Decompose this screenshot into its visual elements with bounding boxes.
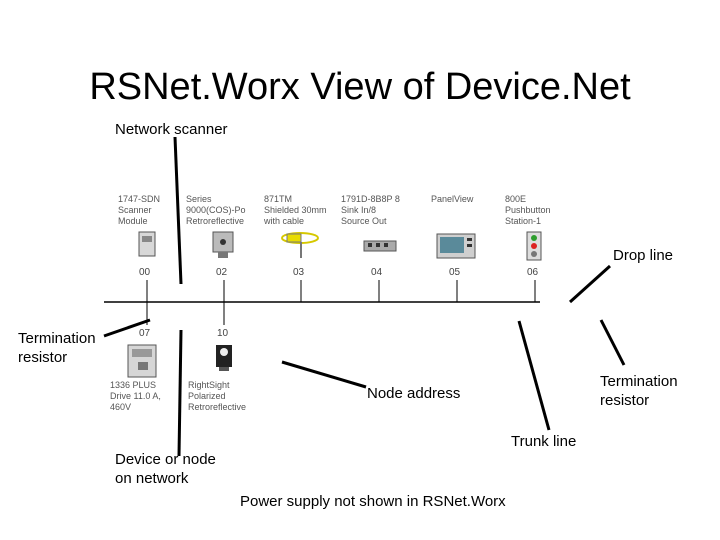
label-power-supply: Power supply not shown in RSNet.Worx bbox=[240, 493, 506, 510]
label-termination-resistor-left: Termination resistor bbox=[18, 330, 96, 366]
label-network-scanner: Network scanner bbox=[115, 121, 228, 138]
panelview-icon bbox=[436, 233, 476, 259]
device-label: 871TM Shielded 30mm with cable bbox=[264, 194, 327, 226]
pointer-device-node bbox=[177, 329, 183, 457]
scanner-module-icon bbox=[138, 231, 156, 257]
device-label: RightSight Polarized Retroreflective bbox=[188, 380, 247, 412]
node-address: 07 bbox=[139, 328, 151, 339]
drive-icon bbox=[127, 344, 157, 378]
pointer-trunk-line bbox=[517, 320, 551, 431]
pointer-drop-line bbox=[568, 264, 612, 304]
prox-sensor-icon bbox=[281, 232, 319, 258]
node-address: 05 bbox=[449, 267, 461, 278]
rightsight-sensor-icon bbox=[216, 345, 232, 371]
pushbutton-station-icon bbox=[526, 231, 542, 261]
pointer-termination-right bbox=[599, 319, 626, 366]
node-address: 04 bbox=[371, 267, 383, 278]
node-address: 03 bbox=[293, 267, 305, 278]
node-address: 06 bbox=[527, 267, 539, 278]
label-termination-resistor-right: Termination resistor bbox=[600, 373, 678, 409]
page-title: RSNet.Worx View of Device.Net bbox=[89, 66, 631, 108]
node-address: 10 bbox=[217, 328, 229, 339]
pointer-network-scanner bbox=[173, 136, 183, 285]
device-label: 1791D-8B8P 8 Sink In/8 Source Out bbox=[341, 194, 400, 226]
device-label: PanelView bbox=[431, 194, 474, 204]
pointer-termination-left bbox=[103, 318, 151, 338]
device-label: 800E Pushbutton Station-1 bbox=[505, 194, 551, 226]
label-device-or-node: Device or node on network bbox=[115, 451, 216, 487]
photo-sensor-icon bbox=[212, 231, 234, 258]
node-address: 00 bbox=[139, 267, 151, 278]
label-drop-line: Drop line bbox=[613, 247, 674, 264]
device-label: 1747-SDN Scanner Module bbox=[118, 194, 161, 226]
node-address: 02 bbox=[216, 267, 228, 278]
label-node-address: Node address bbox=[367, 385, 461, 402]
device-label: Series 9000(COS)-Po Retroreflective bbox=[186, 194, 246, 226]
label-trunk-line: Trunk line bbox=[511, 433, 577, 450]
device-label: 1336 PLUS Drive 11.0 A, 460V bbox=[110, 380, 161, 412]
io-block-icon bbox=[363, 240, 397, 252]
pointer-node-address bbox=[281, 360, 367, 389]
